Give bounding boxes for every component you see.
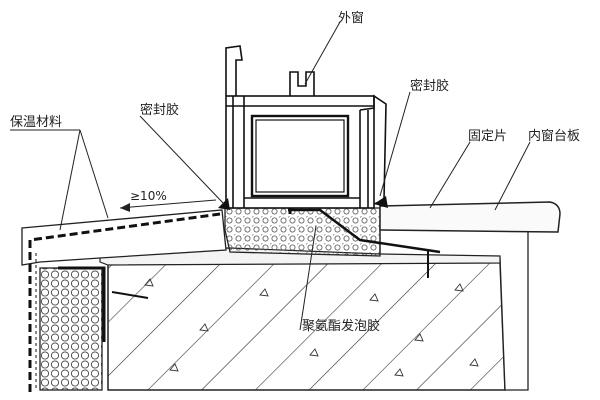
label-insulation: 保温材料 (10, 115, 62, 130)
label-inner-sill: 内窗台板 (528, 128, 580, 144)
leader-lines (10, 21, 531, 331)
inner-sill-board (379, 201, 561, 233)
exterior-insulation (21, 209, 227, 392)
polyurethane-foam (224, 207, 381, 257)
label-fixing-plate: 固定片 (468, 129, 507, 144)
corner-angle-bracket (58, 266, 149, 342)
label-sealant-right: 密封胶 (410, 78, 449, 94)
label-outer-window: 外窗 (338, 10, 364, 26)
label-slope: ≥10% (130, 189, 167, 203)
label-foam: 聚氨酯发泡胶 (302, 318, 380, 334)
label-sealant-left: 密封胶 (140, 102, 179, 118)
window-frame-profile (218, 45, 388, 210)
